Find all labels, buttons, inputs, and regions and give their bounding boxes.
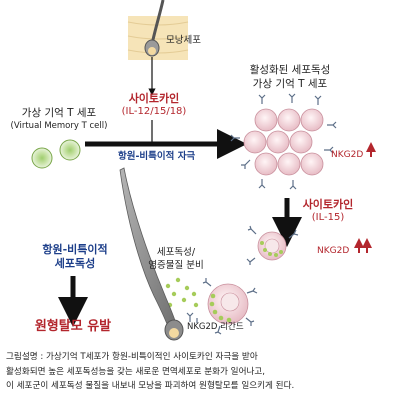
nkg2d-label-2: NKG2D [317, 246, 350, 256]
cytokine-mid-sub: (IL-15) [311, 212, 345, 223]
activated-cell-cluster [230, 93, 337, 190]
nkg2d-ligand-icon [186, 312, 198, 323]
stimulus-label: 항원-비특이적 자극 [118, 151, 196, 162]
virtual-memory-title: 가상 기억 T 세포 [21, 107, 97, 119]
cytokine-mid-title: 사이토카인 [302, 198, 354, 211]
figure-caption: 그림설명 : 가상기억 T세포가 항원-비특이적인 사이토카인 자극을 받아 활… [6, 350, 398, 394]
ligand-label: NKG2D 리간드 [187, 322, 244, 332]
cytotox-line1: 항원-비특이적 [42, 243, 108, 256]
follicle-label: 모낭세포 [166, 35, 201, 46]
cytotox-line2: 세포독성 [54, 257, 96, 270]
cytokine-top-title: 사이토카인 [128, 92, 180, 105]
hair-follicle-graphic [119, 167, 184, 341]
virtual-memory-sub: (Virtual Memory T cell) [10, 121, 108, 131]
secretion-line1: 세포독성/ [156, 247, 196, 258]
outcome-label: 원형탈모 유발 [34, 319, 112, 334]
activated-line1: 활성화된 세포독성 [249, 64, 331, 76]
caption-line-2: 활성화되면 높은 세포독성능을 갖는 새로운 면역세포로 분화가 일어나고, [6, 366, 266, 377]
cytotoxic-cells [202, 225, 299, 335]
secretion-line2: 염증물질 분비 [148, 260, 204, 271]
caption-line-1: 그림설명 : 가상기억 T세포가 항원-비특이적인 사이토카인 자극을 받아 [6, 352, 258, 362]
top-follicle-graphic [127, 0, 189, 60]
nkg2d-label: NKG2D [331, 150, 364, 160]
cytokine-top-sub: (IL-12/15/18) [121, 106, 187, 117]
caption-line-3: 이 세포군이 세포독성 물질을 내보내 모낭을 파괴하여 원형탈모를 일으키게 … [6, 381, 295, 392]
activated-line2: 가상 기억 T 세포 [252, 78, 328, 90]
virtual-memory-t-cells [31, 139, 81, 169]
